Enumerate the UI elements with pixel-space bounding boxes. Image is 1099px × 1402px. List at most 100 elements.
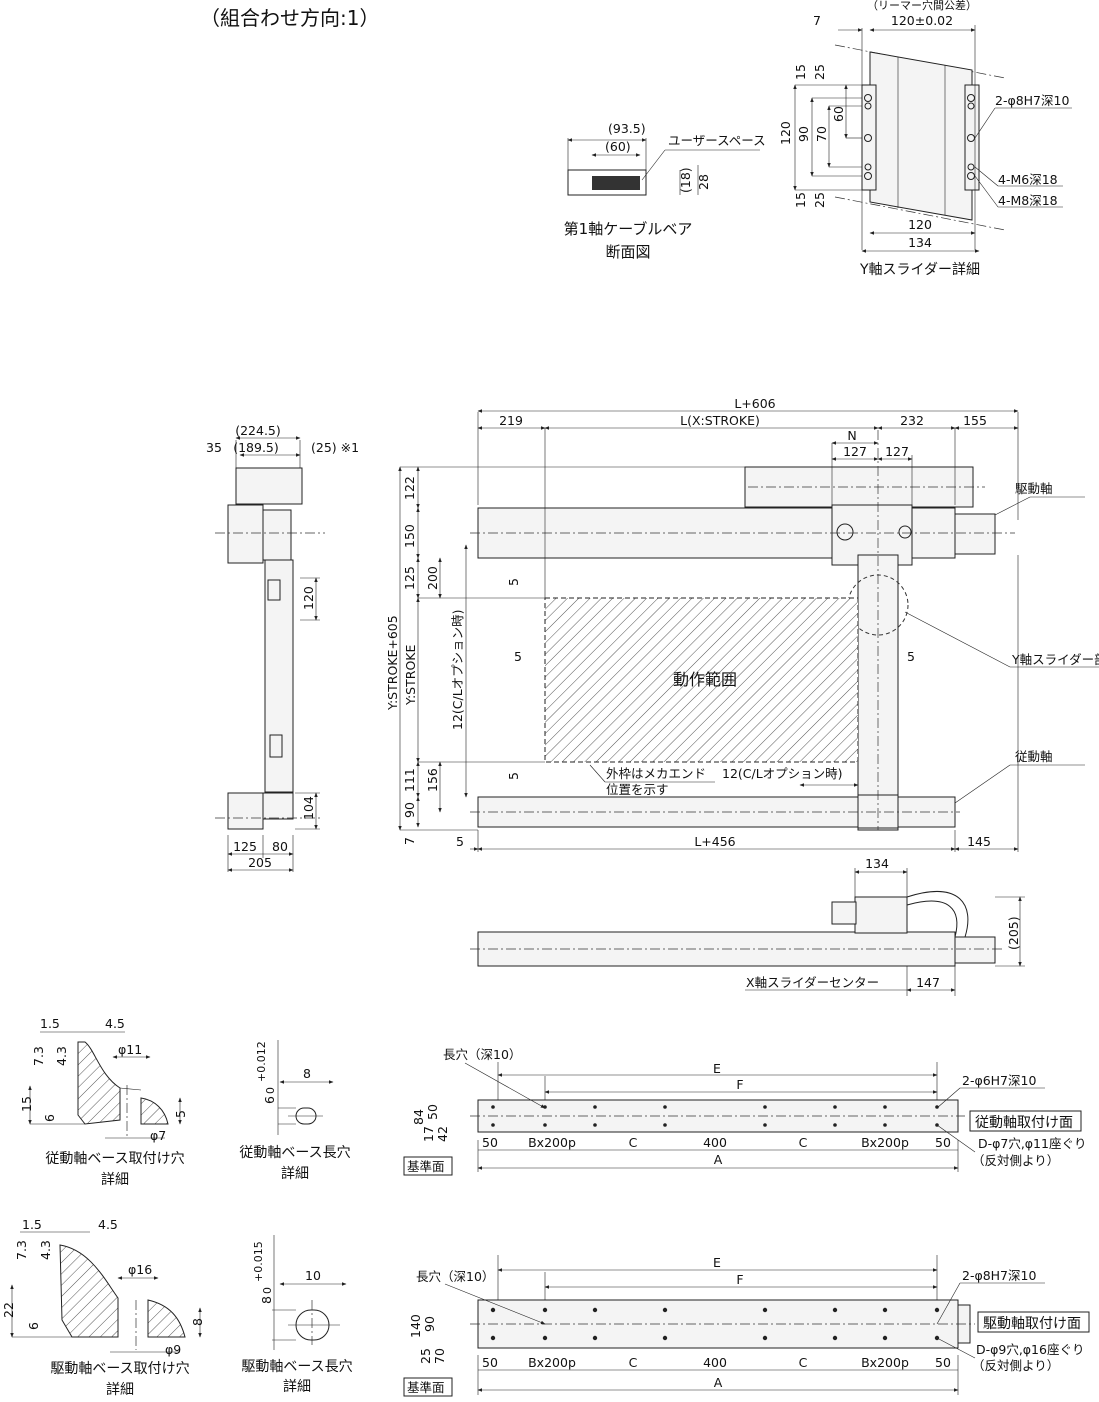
dim-104: 104	[301, 796, 316, 820]
pitch-label: Bx200p	[861, 1355, 909, 1370]
dim-25-note: (25) ※1	[311, 440, 359, 455]
dim-28: 28	[696, 174, 711, 190]
dim-111: 111	[402, 768, 417, 792]
dim-93-5: (93.5)	[608, 121, 646, 136]
dim-189-5: (189.5)	[233, 440, 279, 455]
dim-232: 232	[900, 413, 924, 428]
drive-hole-caption: 駆動軸ベース取付け穴	[50, 1361, 189, 1377]
slot-width-10: 10	[305, 1268, 321, 1283]
opposite-side-note: （反対側より）	[972, 1358, 1059, 1373]
cable-section-caption-2: 断面図	[605, 243, 650, 261]
opposite-side-note: （反対側より）	[972, 1153, 1059, 1168]
driven-mount-face-label: 従動軸取付け面	[975, 1115, 1073, 1131]
dim-90: 90	[796, 126, 811, 142]
driven-axis-label: 従動軸	[1015, 749, 1053, 764]
dim-134: 134	[908, 235, 932, 250]
datum-face-label: 基準面	[407, 1380, 445, 1395]
dim-12-cl-horizontal: 12(C/Lオプション時)	[722, 766, 843, 781]
counterbore-note: D-φ9穴,φ16座ぐり	[976, 1342, 1084, 1357]
x-slider-center-label: X軸スライダーセンター	[746, 975, 879, 990]
dim-25-bottom: 25	[812, 192, 827, 208]
slot-depth-note: 長穴（深10）	[443, 1047, 521, 1062]
slot-tolerance-zero: 0	[264, 1087, 277, 1094]
cable-section-caption: 第1軸ケーブルベア	[564, 220, 693, 238]
dim-22: 22	[1, 1302, 16, 1318]
dim-90: 90	[402, 802, 417, 818]
pin-hole-note: 2-φ6H7深10	[962, 1073, 1036, 1088]
dim-224-5: (224.5)	[235, 423, 281, 438]
dim-4-5: 4.5	[98, 1217, 118, 1232]
pitch-label: C	[629, 1355, 638, 1370]
plan-view: L+606 219 L(X:STROKE) 232 155 N 127 127 …	[385, 396, 1099, 852]
dim-134-front: 134	[865, 856, 889, 871]
dim-127-right: 127	[885, 444, 909, 459]
dim-7: 7	[813, 13, 821, 28]
dim-6: 6	[26, 1322, 41, 1330]
dim-12-cl-vertical: 12(C/Lオプション時)	[450, 609, 465, 730]
dim-4-3: 4.3	[54, 1046, 69, 1066]
dim-l-606: L+606	[734, 396, 775, 411]
dim-15-top: 15	[793, 64, 808, 80]
user-space-label: ユーザースペース	[668, 133, 766, 148]
slot-height-8: 8	[259, 1296, 274, 1304]
dim-156: 156	[425, 768, 440, 792]
dim-8: 8	[190, 1318, 205, 1326]
slot-height-6: 6	[262, 1096, 277, 1104]
dim-140: 140	[408, 1314, 423, 1338]
dim-5-left: 5	[514, 649, 522, 664]
slot-tolerance-plus: +0.015	[252, 1241, 265, 1282]
dim-70: 70	[814, 126, 829, 142]
frame-note-2: 位置を示す	[606, 782, 669, 797]
dim-f: F	[736, 1272, 743, 1287]
dim-120-tol: 120±0.02	[891, 13, 953, 28]
dim-l-stroke: L(X:STROKE)	[680, 413, 760, 428]
pitch-label: 50	[482, 1135, 498, 1150]
dim-7-3: 7.3	[14, 1240, 29, 1260]
y-slider-detail: （リーマー穴間公差） 7 120±0.02 15 25 120 90 70 60…	[778, 0, 1072, 278]
pitch-label: 50	[935, 1135, 951, 1150]
dim-70: 70	[432, 1348, 447, 1364]
dim-e: E	[713, 1255, 721, 1270]
slot-tolerance-zero: 0	[261, 1287, 274, 1294]
dim-5: 5	[173, 1110, 188, 1118]
y-slider-part-label: Y軸スライダー部	[1011, 652, 1099, 667]
pin-hole-note: 2-φ8H7深10	[995, 93, 1069, 108]
dim-60: (60)	[605, 139, 631, 154]
dim-120: 120	[301, 586, 316, 610]
dim-7-3: 7.3	[31, 1046, 46, 1066]
motion-range-label: 動作範囲	[673, 670, 737, 689]
drive-slot-detail: 8 0 +0.015 10 駆動軸ベース長穴 詳細	[241, 1235, 353, 1395]
side-view: (224.5) 35 (189.5) (25) ※1 120 104 125 8…	[206, 423, 359, 872]
dim-219: 219	[499, 413, 523, 428]
dim-e: E	[713, 1061, 721, 1076]
pin-hole-note: 2-φ8H7深10	[962, 1268, 1036, 1283]
drawing-title: （組合わせ方向:1）	[200, 6, 379, 30]
drive-hole-detail: 1.5 4.5 7.3 4.3 φ16 22 6 8 φ9 駆動軸ベース取付け穴…	[1, 1217, 205, 1398]
dim-50-v: 50	[425, 1104, 440, 1120]
dim-125: 125	[233, 839, 257, 854]
slot-depth-note: 長穴（深10）	[416, 1269, 494, 1284]
dim-1-5: 1.5	[40, 1016, 60, 1031]
dim-7: 7	[402, 837, 417, 845]
pitch-label: C	[799, 1355, 808, 1370]
drive-mount-face-label: 駆動軸取付け面	[983, 1316, 1081, 1332]
pitch-label: 400	[703, 1355, 727, 1370]
counterbore-note: D-φ7穴,φ11座ぐり	[978, 1136, 1086, 1151]
dim-5-base: 5	[456, 834, 464, 849]
pitch-label: Bx200p	[861, 1135, 909, 1150]
driven-hole-caption-2: 詳細	[101, 1172, 129, 1188]
m6-hole-note: 4-M6深18	[998, 172, 1058, 187]
slot-tolerance-plus: +0.012	[255, 1041, 268, 1082]
pitch-label: Bx200p	[528, 1135, 576, 1150]
dim-15: 15	[19, 1096, 34, 1112]
dim-y-stroke-605: Y:STROKE+605	[385, 615, 400, 711]
dim-6: 6	[42, 1114, 57, 1122]
frame-note-1: 外枠はメカエンド	[606, 766, 706, 781]
dim-5-top: 5	[506, 578, 521, 586]
drive-slot-caption: 駆動軸ベース長穴	[241, 1359, 352, 1375]
pitch-label: 400	[703, 1135, 727, 1150]
m8-hole-note: 4-M8深18	[998, 193, 1058, 208]
dim-147: 147	[916, 975, 940, 990]
dim-25-top: 25	[812, 64, 827, 80]
